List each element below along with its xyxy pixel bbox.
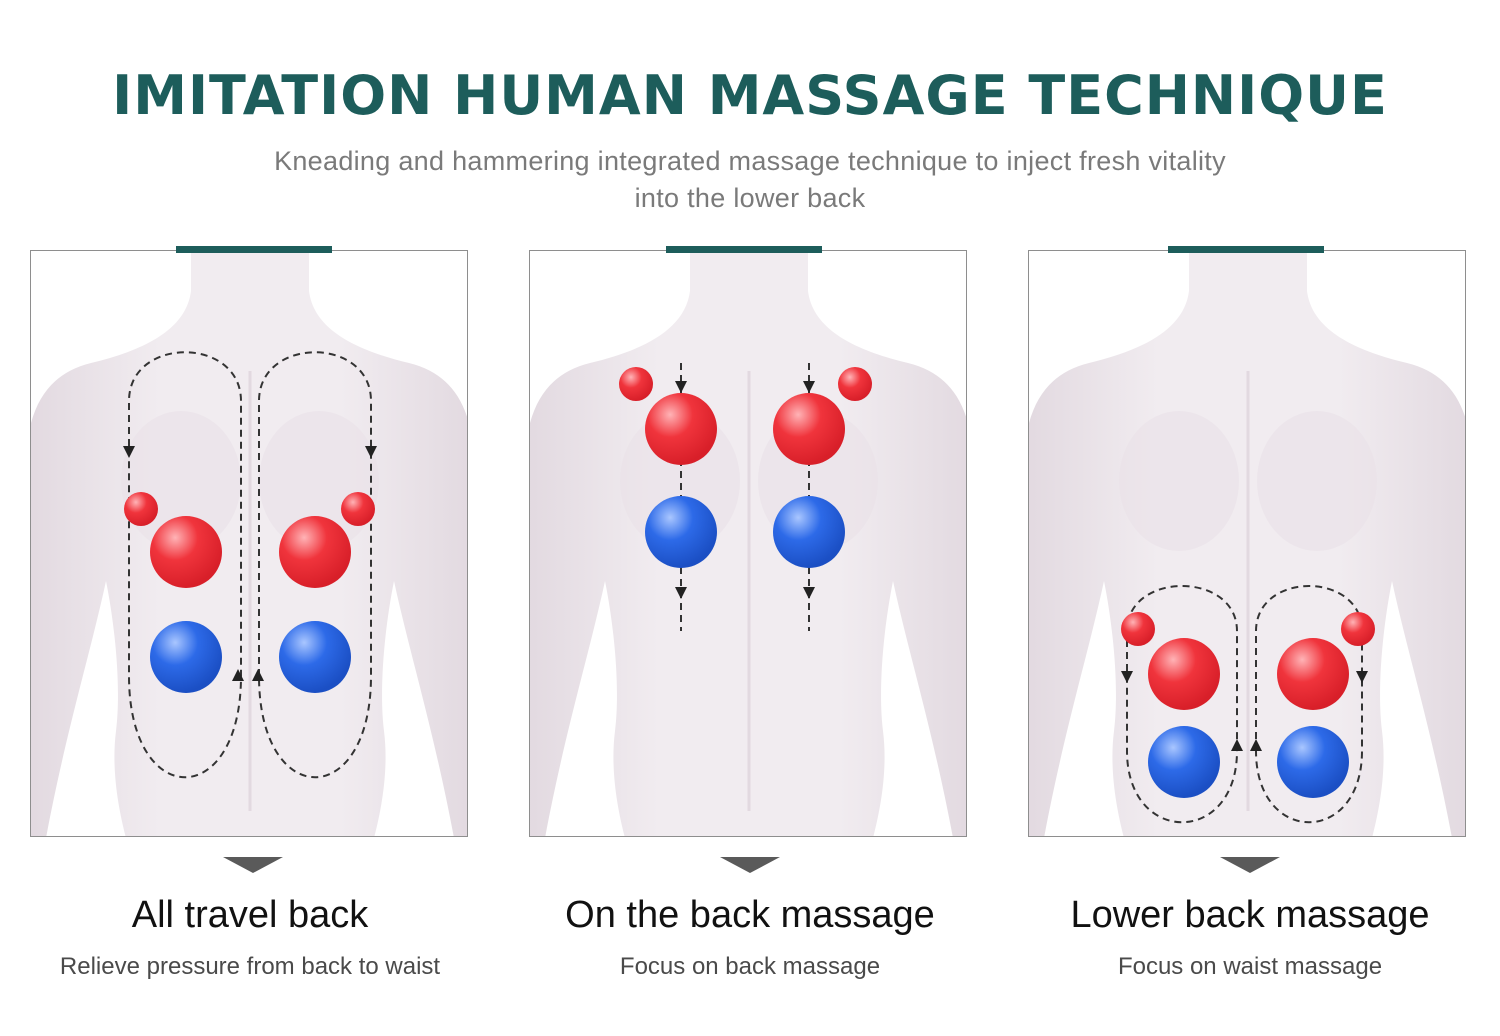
arrow-icon (1231, 739, 1243, 751)
hammering-node (773, 496, 845, 568)
panel-accent-bar (666, 246, 822, 253)
small-kneading-node (1341, 612, 1375, 646)
arrow-icon (803, 381, 815, 393)
arrow-icon (365, 446, 377, 458)
description-on-the-back: Focus on back massage (619, 953, 881, 980)
subtitle-line-2: into the lower back (634, 183, 866, 213)
small-kneading-node (341, 492, 375, 526)
panel-all-travel-back (30, 250, 468, 837)
arrow-icon (1356, 671, 1368, 683)
kneading-node (645, 393, 717, 465)
arrow-icon (1121, 671, 1133, 683)
kneading-node (279, 516, 351, 588)
arrow-icon (252, 669, 264, 681)
description-lower-back: Focus on waist massage (1117, 953, 1383, 980)
arrow-icon (232, 669, 244, 681)
panel-lower-back (1028, 250, 1466, 837)
arrow-icon (123, 446, 135, 458)
page-title: IMITATION HUMAN MASSAGE TECHNIQUE (112, 64, 1388, 127)
kneading-node (773, 393, 845, 465)
hammering-node (1148, 726, 1220, 798)
subtitle-line-1: Kneading and hammering integrated massag… (274, 146, 1226, 176)
small-kneading-node (1121, 612, 1155, 646)
path-loop-right (258, 351, 372, 779)
small-kneading-node (838, 367, 872, 401)
triangle-down-icon (720, 857, 780, 873)
triangle-down-icon (1220, 857, 1280, 873)
description-all-travel-back: Relieve pressure from back to waist (59, 953, 441, 980)
hammering-node (150, 621, 222, 693)
small-kneading-node (619, 367, 653, 401)
panel-accent-bar (176, 246, 332, 253)
kneading-node (150, 516, 222, 588)
caption-lower-back: Lower back massage (1070, 894, 1430, 936)
arrow-icon (803, 587, 815, 599)
arrow-icon (675, 587, 687, 599)
path-loop-left (1126, 585, 1238, 824)
small-kneading-node (124, 492, 158, 526)
caption-all-travel-back: All travel back (131, 894, 369, 936)
kneading-node (1277, 638, 1349, 710)
page-subtitle: Kneading and hammering integrated massag… (200, 143, 1300, 217)
arrow-icon (675, 381, 687, 393)
panel-on-the-back (529, 250, 967, 837)
kneading-node (1148, 638, 1220, 710)
arrow-icon (1250, 739, 1262, 751)
hammering-node (279, 621, 351, 693)
hammering-node (645, 496, 717, 568)
hammering-node (1277, 726, 1349, 798)
back-illustration-lower (1029, 251, 1465, 836)
back-illustration-full (31, 251, 467, 836)
path-loop-left (128, 351, 242, 779)
panel-accent-bar (1168, 246, 1324, 253)
caption-on-the-back: On the back massage (565, 894, 935, 936)
back-illustration-upper (530, 251, 966, 836)
triangle-down-icon (223, 857, 283, 873)
